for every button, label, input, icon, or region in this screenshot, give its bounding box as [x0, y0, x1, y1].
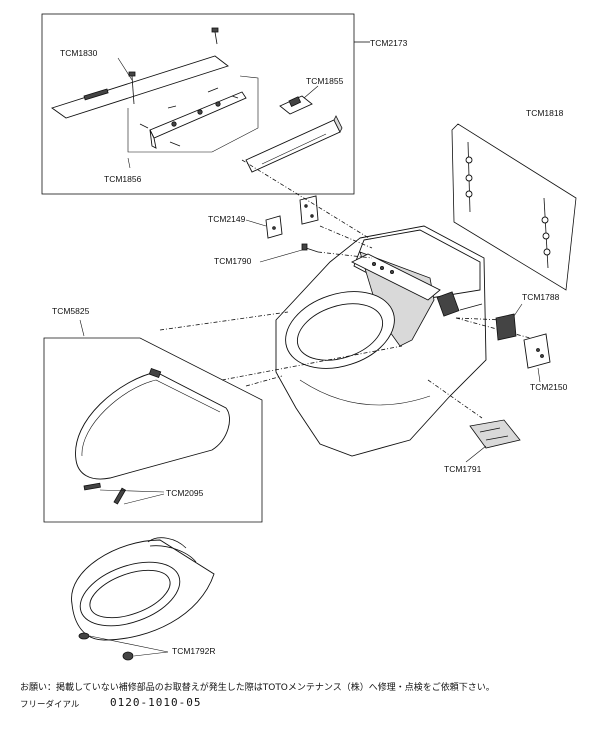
- fixing-bolts-panel: [451, 123, 577, 291]
- toilet-seat: [71, 537, 215, 641]
- label-tcm1855: TCM1855: [306, 76, 344, 86]
- tcm1791-bracket: [469, 419, 521, 449]
- tcm2149-plate: [265, 215, 283, 239]
- label-tcm1830: TCM1830: [60, 48, 98, 58]
- leader-lines: [159, 159, 531, 419]
- free-dial-number: 0120-1010-05: [110, 696, 202, 709]
- tcm2150-cover: [523, 333, 551, 369]
- label-tcm2150: TCM2150: [530, 382, 568, 392]
- control-panel: [350, 253, 441, 301]
- label-tcm1791: TCM1791: [444, 464, 482, 474]
- tcm1818-bolts: [465, 141, 551, 269]
- tcm1788-filter: [495, 313, 517, 341]
- label-tcm1790: TCM1790: [214, 256, 252, 266]
- plate-part: [299, 195, 319, 225]
- label-tcm5825: TCM5825: [52, 306, 90, 316]
- tcm1790-screw: [301, 243, 319, 253]
- lid-frame: [43, 337, 263, 523]
- tcm1856-bracket: [139, 87, 247, 149]
- remote-kit-box: [41, 13, 355, 195]
- tcm1830-sticker: [51, 55, 229, 119]
- toilet-body: [275, 225, 487, 457]
- tcm1792r-feet: [78, 632, 134, 661]
- label-tcm1792r: TCM1792R: [172, 646, 215, 656]
- toilet-lid: [75, 367, 230, 480]
- tcm1855-remote-holder: [279, 95, 313, 115]
- tcm2095-dampers: [83, 482, 127, 505]
- free-dial-label: フリーダイアル: [20, 700, 80, 710]
- label-tcm1856: TCM1856: [104, 174, 142, 184]
- label-tcm1818: TCM1818: [526, 108, 564, 118]
- repair-notice: お願い：掲載していない補修部品のお取替えが発生した際はTOTOメンテナンス（株）…: [20, 683, 495, 693]
- label-tcm2095: TCM2095: [166, 488, 204, 498]
- label-tcm2149: TCM2149: [208, 214, 246, 224]
- label-tcm1788: TCM1788: [522, 292, 560, 302]
- screws-top: [128, 27, 219, 105]
- label-tcm2173: TCM2173: [370, 38, 408, 48]
- remote-control: [245, 115, 343, 173]
